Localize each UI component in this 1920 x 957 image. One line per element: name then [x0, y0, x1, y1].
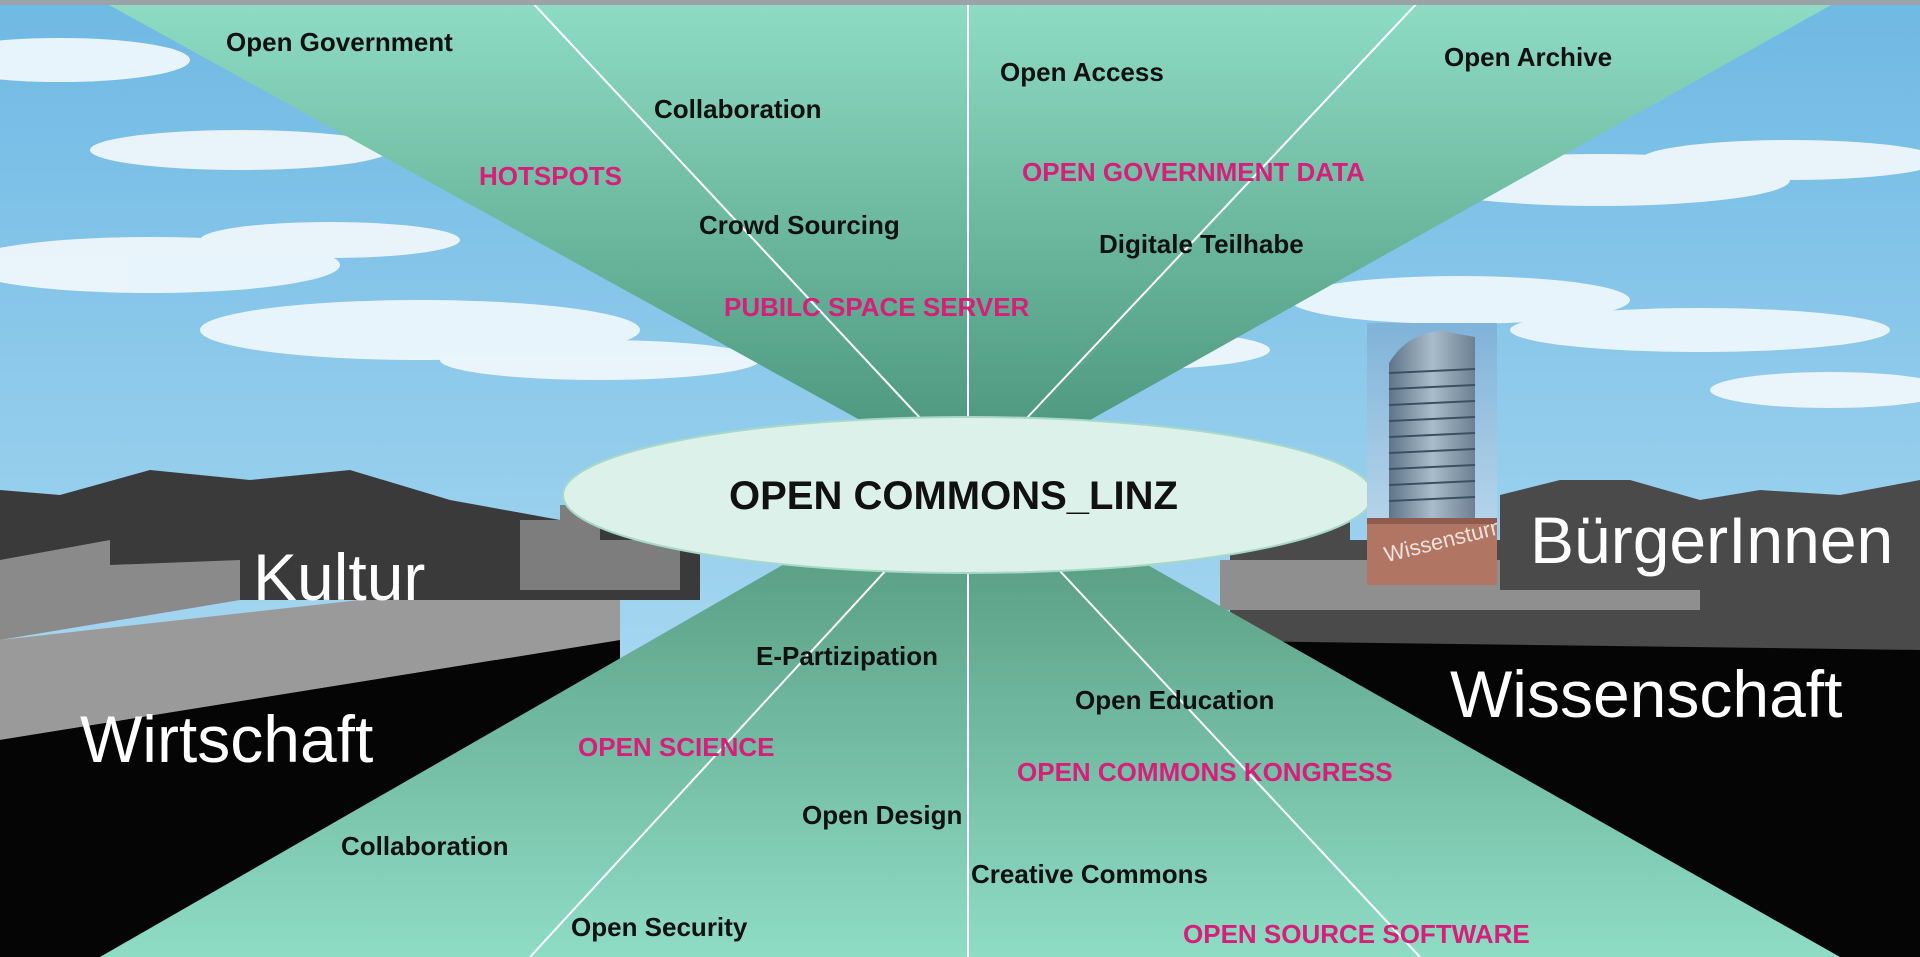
term-open-security: Open Security	[571, 912, 748, 942]
road	[0, 600, 620, 740]
center-title: OPEN COMMONS_LINZ	[729, 474, 1178, 518]
term-open-education: Open Education	[1075, 685, 1275, 715]
project-public-space-server: PUBILC SPACE SERVER	[724, 292, 1030, 322]
term-collaboration-top: Collaboration	[654, 94, 822, 124]
project-open-source-software: OPEN SOURCE SOFTWARE	[1183, 919, 1530, 949]
project-open-science: OPEN SCIENCE	[578, 732, 775, 762]
term-open-design: Open Design	[802, 800, 963, 830]
bottom-rays	[100, 555, 1840, 957]
term-crowd-sourcing: Crowd Sourcing	[699, 210, 900, 240]
project-open-government-data: OPEN GOVERNMENT DATA	[1022, 157, 1365, 187]
sector-culture: Kultur	[253, 540, 426, 614]
sector-economy: Wirtschaft	[80, 702, 374, 776]
term-digitale-teilhabe: Digitale Teilhabe	[1099, 229, 1304, 259]
city-right-light	[1220, 560, 1700, 610]
city-center	[520, 505, 680, 590]
sector-science: Wissenschaft	[1450, 657, 1843, 731]
term-open-access: Open Access	[1000, 57, 1164, 87]
wissensturm-photo: Wissensturm	[1367, 323, 1497, 585]
term-e-partizipation: E-Partizipation	[756, 641, 939, 671]
city-left	[0, 540, 240, 640]
term-open-government: Open Government	[226, 27, 453, 57]
sector-citizens: BürgerInnen	[1530, 503, 1894, 577]
ray-dividers	[529, 0, 1421, 957]
top-rays	[100, 0, 1840, 420]
project-open-commons-kongress: OPEN COMMONS KONGRESS	[1017, 757, 1393, 787]
term-creative-commons: Creative Commons	[971, 859, 1208, 889]
project-hotspots: HOTSPOTS	[479, 161, 623, 191]
term-collaboration-bottom: Collaboration	[341, 831, 509, 861]
term-open-archive: Open Archive	[1444, 42, 1613, 72]
